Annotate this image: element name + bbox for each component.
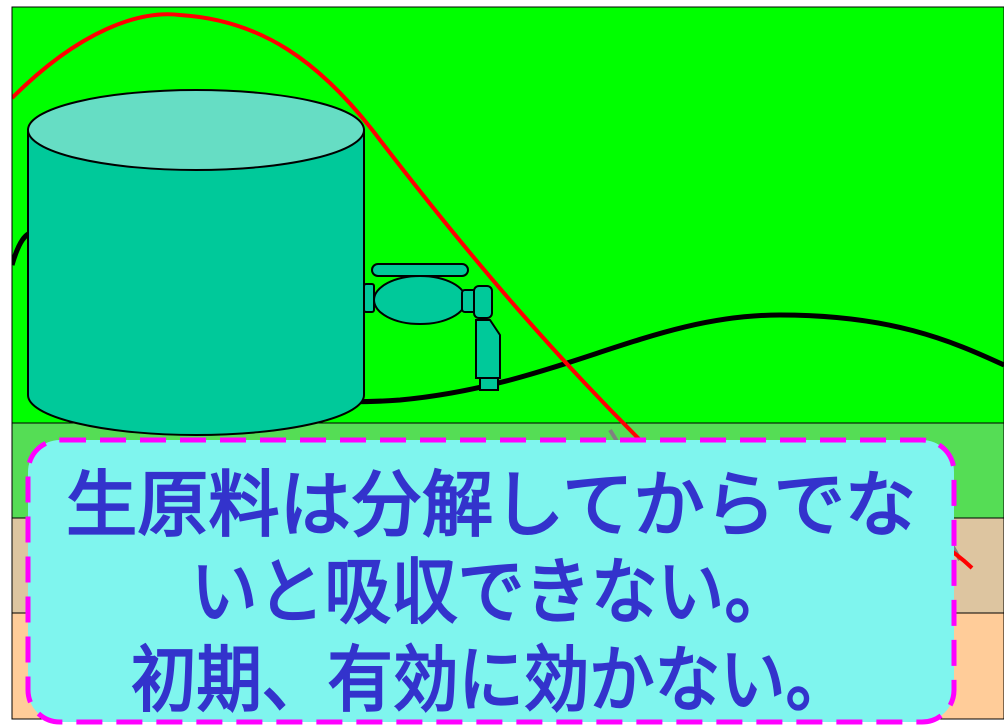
- caption-line-1: 生原料は分解してからでな: [66, 463, 916, 547]
- faucet-icon: [363, 263, 501, 391]
- caption-line-3: 初期、有効に効かない。: [131, 638, 851, 722]
- caption-line-2: いと吸収できない。: [191, 550, 791, 634]
- caption-box: 生原料は分解してからでな いと吸収できない。 初期、有効に効かない。: [25, 437, 957, 725]
- tank-top: [27, 89, 365, 171]
- caption-background: [25, 437, 957, 725]
- water-tank: [27, 89, 365, 436]
- tank-body: [27, 129, 365, 436]
